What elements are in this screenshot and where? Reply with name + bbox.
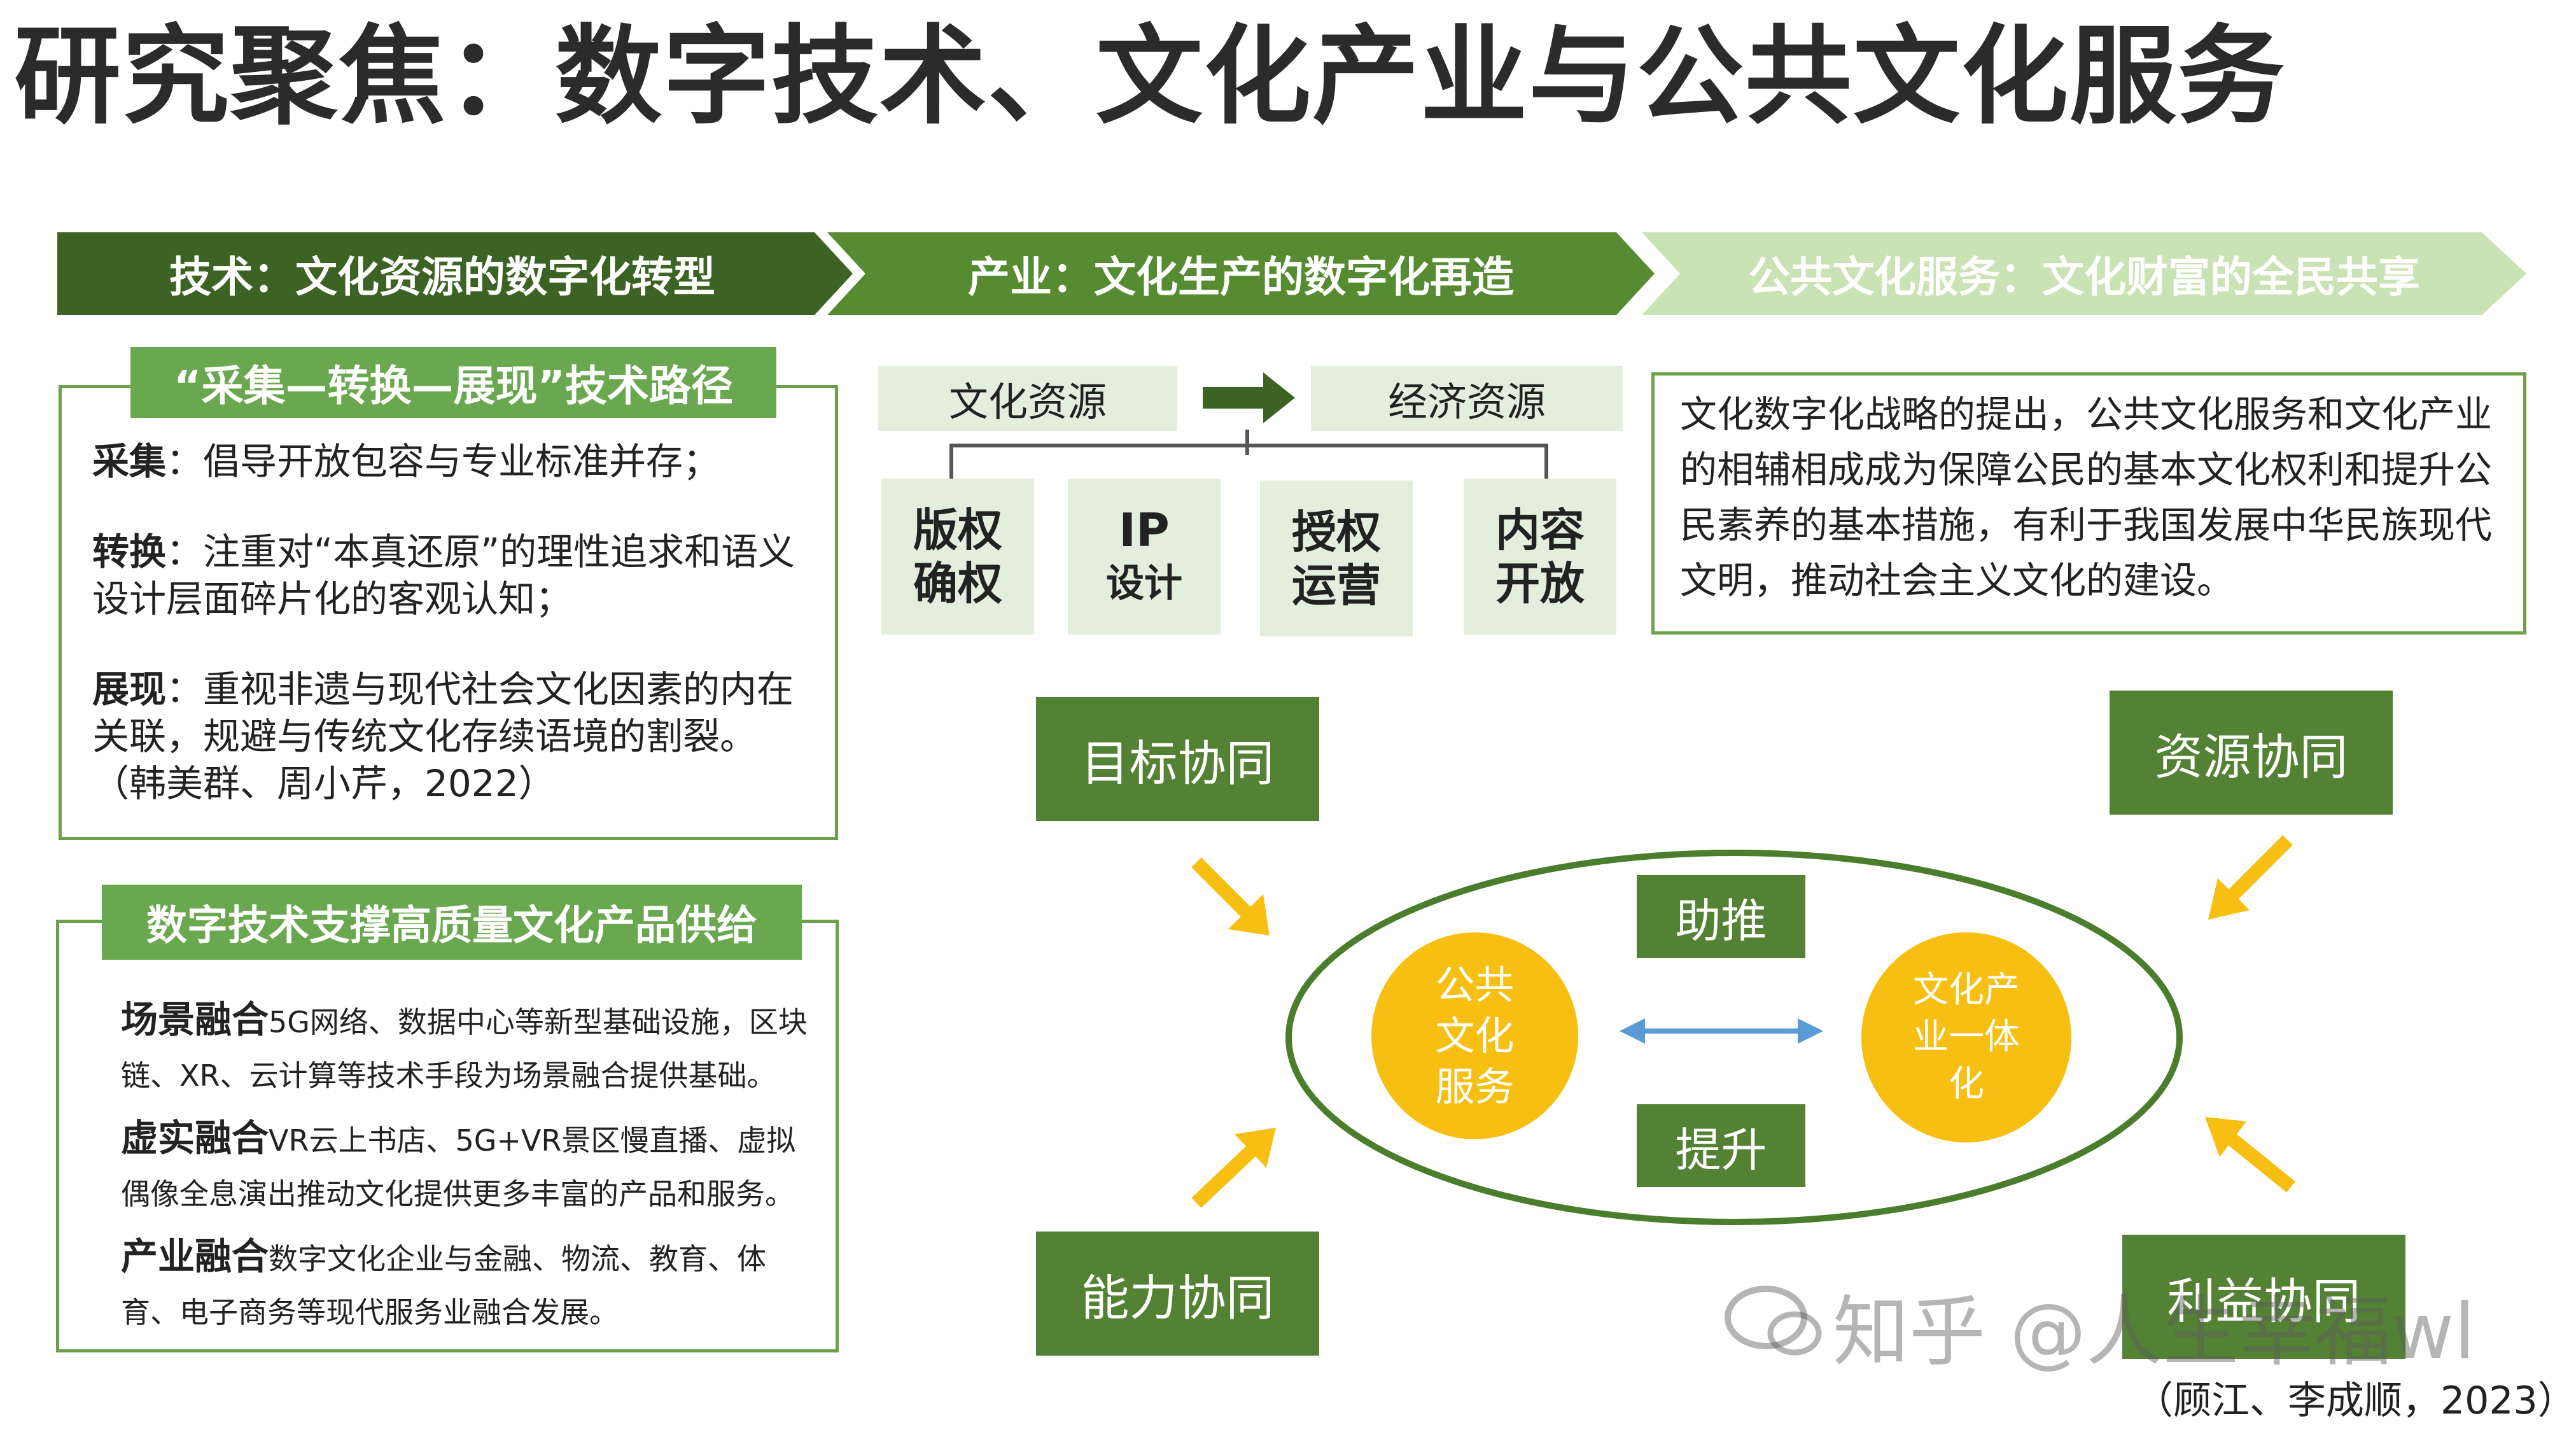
economic-resource-box: 经济资源 <box>1311 366 1623 431</box>
benefit-synergy-label: 利益协同 <box>2122 1235 2405 1359</box>
path-panel-tag: “采集—转换—展现”技术路径 <box>130 347 776 418</box>
public-text: 文化数字化战略的提出，公共文化服务和文化产业的相辅相成成为保障公民的基本文化权利… <box>1680 393 2493 602</box>
banner-public: 公共文化服务：文化财富的全民共享 <box>1642 232 2526 315</box>
public-service-circle: 公共文化服务 <box>1371 932 1578 1139</box>
support-item-virtual: 虚实融合VR云上书店、5G+VR景区慢直播、虚拟偶像全息演出推动文化提供更多丰富… <box>121 1116 796 1211</box>
support-panel-body: 场景融合5G网络、数据中心等新型基础设施，区块链、XR、云计算等技术手段为场景融… <box>121 993 821 1339</box>
support-item-scene: 场景融合5G网络、数据中心等新型基础设施，区块链、XR、云计算等技术手段为场景融… <box>121 998 808 1093</box>
path-citation: （韩美群、周小芹，2022） <box>92 762 556 805</box>
page-title: 研究聚焦：数字技术、文化产业与公共文化服务 <box>14 14 2286 139</box>
path-item-convert: 转换：注重对“本真还原”的理性追求和语义设计层面碎片化的客观认知； <box>92 530 795 621</box>
arrow-benefit-icon <box>2195 1107 2297 1199</box>
public-text-panel <box>1651 372 2526 635</box>
culture-resource-box: 文化资源 <box>878 366 1177 431</box>
lift-label: 提升 <box>1637 1104 1805 1187</box>
arrow-goal-icon <box>1190 856 1279 948</box>
culture-industry-circle: 文化产业一体化 <box>1861 932 2071 1142</box>
industry-box-copyright: 版权确权 <box>881 479 1034 635</box>
support-item-industry: 产业融合数字文化企业与金融、物流、教育、体育、电子商务等现代服务业融合发展。 <box>121 1235 767 1330</box>
industry-box-content: 内容开放 <box>1464 479 1616 635</box>
arrow-resource-icon <box>2199 834 2294 932</box>
arrow-ability-icon <box>1190 1120 1285 1212</box>
right-arrow-icon <box>1203 369 1298 429</box>
path-panel <box>59 385 838 840</box>
banner-tech: 技术：文化资源的数字化转型 <box>57 232 853 315</box>
path-panel-body: 采集：倡导开放包容与专业标准并存； 转换：注重对“本真还原”的理性追求和语义设计… <box>92 438 818 807</box>
path-item-present: 展现：重视非遗与现代社会文化因素的内在关联，规避与传统文化存续语境的割裂。 <box>92 668 794 758</box>
support-panel <box>56 920 839 1352</box>
path-item-collect: 采集：倡导开放包容与专业标准并存； <box>92 440 720 483</box>
citation-bottom: （顾江、李成顺，2023） <box>2135 1379 2576 1423</box>
ability-synergy-label: 能力协同 <box>1036 1232 1319 1356</box>
watermark: 知乎 @人生幸福wl <box>1833 1288 2475 1377</box>
support-panel-tag: 数字技术支撑高质量文化产品供给 <box>102 885 802 960</box>
resource-synergy-label: 资源协同 <box>2110 691 2393 815</box>
industry-box-license: 授权运营 <box>1260 481 1413 636</box>
goal-synergy-label: 目标协同 <box>1036 697 1319 821</box>
zhihu-logo-icon <box>1721 1279 1823 1365</box>
push-label: 助推 <box>1637 875 1805 958</box>
banner-industry: 产业：文化生产的数字化再造 <box>827 232 1655 315</box>
brace-connector <box>948 426 1553 493</box>
double-arrow-icon <box>1620 1015 1823 1049</box>
